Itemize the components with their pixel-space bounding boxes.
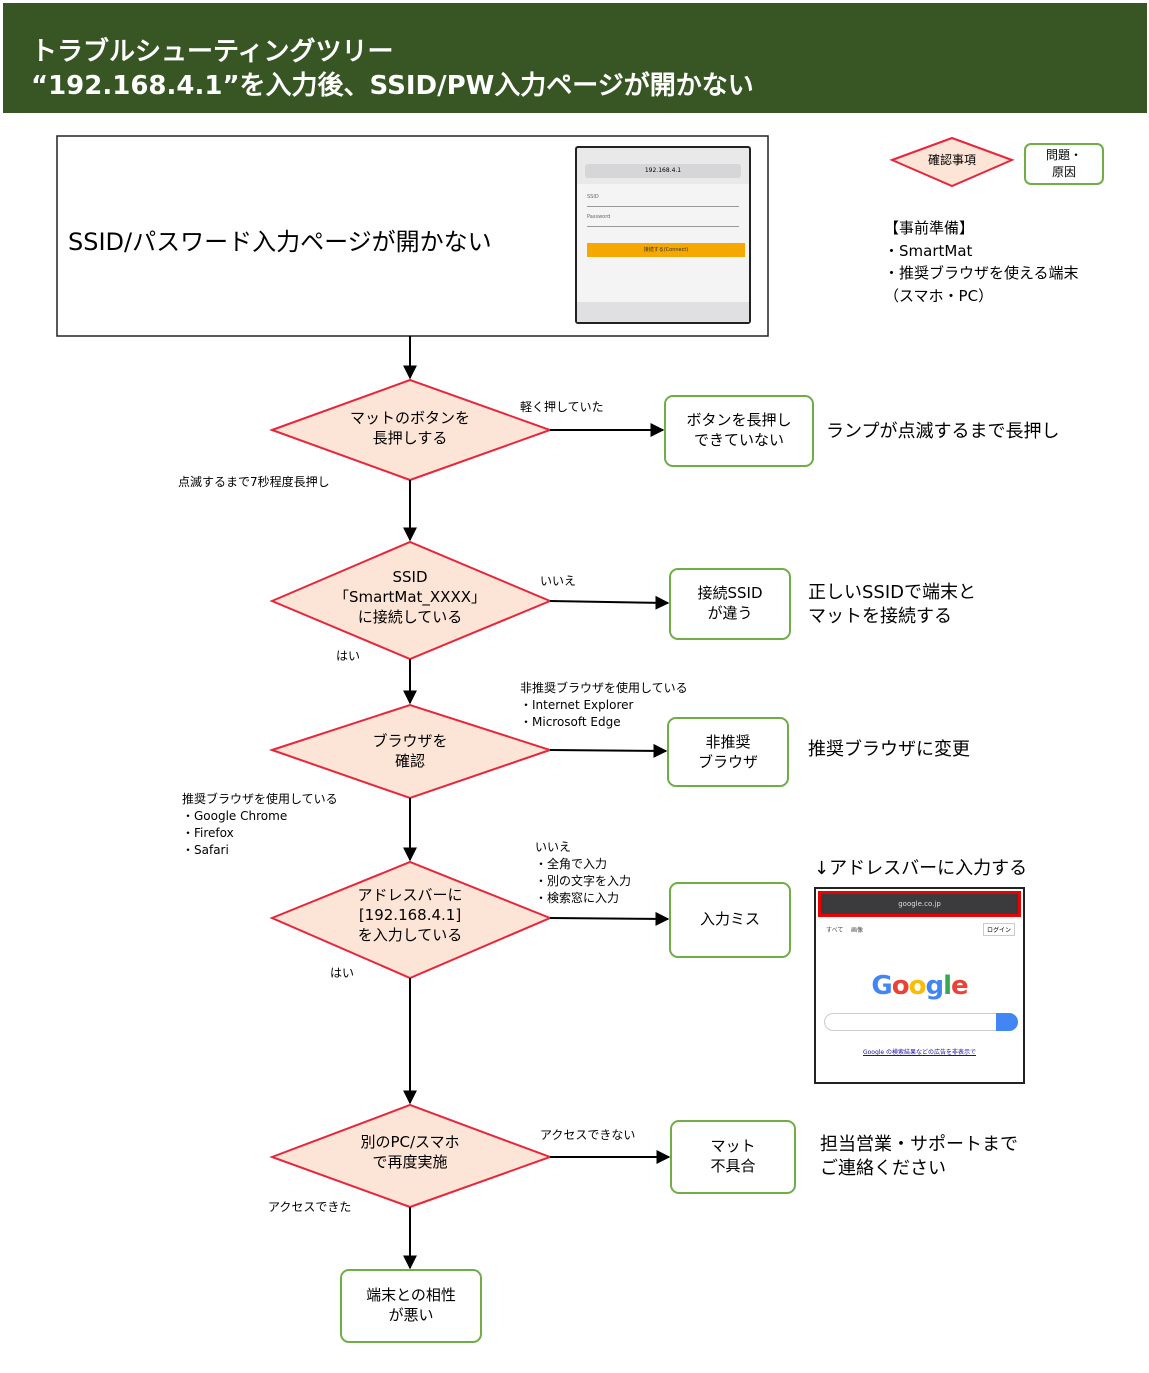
d3-yes-label-3: ・Firefox <box>182 826 234 840</box>
d3-yes-label-4: ・Safari <box>182 843 229 857</box>
final-line2: が悪い <box>388 1306 434 1324</box>
c5-line2: 不具合 <box>710 1157 756 1175</box>
prep-item-2: ・推奨ブラウザを使える端末 <box>884 264 1079 282</box>
cause-box-long-press <box>664 395 814 467</box>
google-search-icon <box>996 1013 1018 1031</box>
phone-status-bar <box>577 148 749 158</box>
google-link: Google の検索結果などの広告を非表示で <box>862 1049 977 1056</box>
phone-connect-button: 接続する(Connect) <box>587 243 745 257</box>
d3-yes-label-2: ・Google Chrome <box>182 809 288 823</box>
title-line-1: トラブルシューティングツリー <box>31 37 394 67</box>
d2-no-label: いいえ <box>540 574 577 588</box>
r5-line1: 担当営業・サポートまで <box>820 1134 1018 1155</box>
cause-box-ssid <box>669 568 791 640</box>
d3-line2: 確認 <box>394 752 425 770</box>
google-tab-all: すべて <box>826 927 844 934</box>
r1-text: ランプが点滅するまで長押し <box>826 421 1060 442</box>
r2-line1: 正しいSSIDで端末と <box>808 582 977 603</box>
prep-item-3: （スマホ・PC） <box>884 287 994 305</box>
google-screenshot: google.co.jp すべて 画像 ログイン Google Google の… <box>814 887 1025 1084</box>
d4-no-label-3: ・別の文字を入力 <box>535 874 632 888</box>
phone-url-bar: 192.168.4.1 <box>585 164 741 178</box>
arrow-d3-no <box>549 743 668 758</box>
c1-line1: ボタンを長押し <box>686 411 792 429</box>
c3-line1: 非推奨 <box>705 733 751 751</box>
final-line1: 端末との相性 <box>366 1286 456 1304</box>
title-banner: トラブルシューティングツリー “192.168.4.1”を入力後、SSID/PW… <box>3 3 1147 113</box>
legend-cause-shape <box>1024 143 1104 185</box>
d3-line1: ブラウザを <box>372 732 448 750</box>
legend-decision-shape <box>889 136 1015 188</box>
legend-decision-label: 確認事項 <box>927 153 976 167</box>
c4-line1: 入力ミス <box>699 910 760 928</box>
d4-no-label-2: ・全角で入力 <box>535 857 608 871</box>
d1-no-label: 軽く押していた <box>520 400 604 414</box>
d5-no-label: アクセスできない <box>540 1128 636 1142</box>
d5-yes-label: アクセスできた <box>268 1200 352 1214</box>
d5-line2: で再度実施 <box>372 1153 448 1171</box>
phone-password-field <box>587 226 739 227</box>
d3-no-label-2: ・Internet Explorer <box>520 698 634 712</box>
prep-title: 【事前準備】 <box>884 219 975 237</box>
d3-no-label-1: 非推奨ブラウザを使用している <box>520 681 688 695</box>
phone-ssid-field <box>587 206 739 207</box>
google-address-bar: google.co.jp <box>818 891 1021 917</box>
d2-yes-label: はい <box>336 649 361 663</box>
d3-yes-label-1: 推奨ブラウザを使用している <box>182 792 338 806</box>
r2-line2: マットを接続する <box>808 606 952 627</box>
d1-yes-label: 点滅するまで7秒程度長押し <box>178 475 330 489</box>
c5-line1: マット <box>710 1137 756 1155</box>
legend-cause-line2: 原因 <box>1051 165 1076 179</box>
legend-cause-line1: 問題・ <box>1045 148 1082 162</box>
d5-line1: 別のPC/スマホ <box>360 1133 460 1151</box>
r5-line2: ご連絡ください <box>820 1158 946 1179</box>
c3-line2: ブラウザ <box>697 753 758 771</box>
arrow-d4-no <box>549 911 670 926</box>
d4-line2: [192.168.4.1] <box>358 906 462 924</box>
title-line-2: “192.168.4.1”を入力後、SSID/PW入力ページが開かない <box>31 71 754 101</box>
d4-no-label-1: いいえ <box>535 840 572 854</box>
r3-text: 推奨ブラウザに変更 <box>808 739 970 760</box>
google-login: ログイン <box>982 923 1015 936</box>
d2-line2: 「SmartMat_XXXX」 <box>334 588 486 606</box>
phone-password-label: Password <box>587 214 611 220</box>
d4-no-label-4: ・検索窓に入力 <box>535 891 620 905</box>
phone-ssid-label: SSID <box>587 194 599 200</box>
d4-line3: を入力している <box>357 926 463 944</box>
d1-line1: マットのボタンを <box>349 409 470 427</box>
cause-box-browser <box>667 717 789 787</box>
phone-screenshot: 192.168.4.1 SSID Password 接続する(Connect) <box>575 146 751 324</box>
r4-heading: ↓アドレスバーに入力する <box>814 858 1028 879</box>
cause-box-mat <box>670 1120 796 1194</box>
final-box <box>340 1269 482 1343</box>
google-search-box <box>824 1013 1018 1031</box>
phone-toolbar <box>577 302 749 322</box>
arrow-d2-no <box>549 595 670 610</box>
d2-line3: に接続している <box>357 608 463 626</box>
d3-no-label-3: ・Microsoft Edge <box>520 715 621 729</box>
d4-yes-label: はい <box>330 966 355 980</box>
c2-line2: が違う <box>707 604 753 622</box>
google-tabs: すべて 画像 <box>826 925 863 934</box>
d2-line1: SSID <box>392 568 428 586</box>
c1-line2: できていない <box>693 431 784 449</box>
cause-box-input <box>669 882 791 958</box>
prep-item-1: ・SmartMat <box>884 242 973 260</box>
google-tab-images: 画像 <box>850 927 863 934</box>
google-logo: Google <box>871 971 968 1001</box>
d1-line2: 長押しする <box>372 429 448 447</box>
c2-line1: 接続SSID <box>697 584 763 602</box>
start-label: SSID/パスワード入力ページが開かない <box>68 228 492 256</box>
d4-line1: アドレスバーに <box>357 886 463 904</box>
